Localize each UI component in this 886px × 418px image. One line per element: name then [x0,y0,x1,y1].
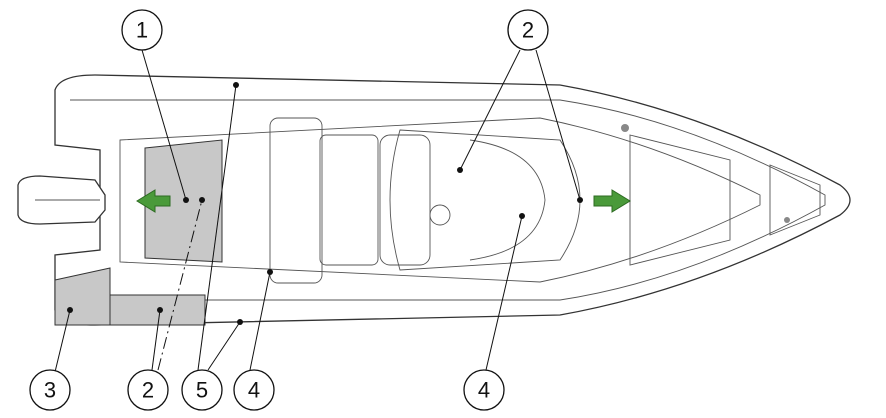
callout-1: 1 [121,9,163,51]
svg-text:4: 4 [248,378,260,403]
callout-4-right: 4 [463,369,505,411]
svg-text:1: 1 [136,18,148,43]
svg-text:2: 2 [522,18,534,43]
svg-text:4: 4 [478,378,490,403]
arrow-forward-icon [593,189,631,213]
svg-text:3: 3 [44,378,56,403]
leader-lines [54,49,583,373]
callout-2-top: 2 [507,9,549,51]
callout-5: 5 [181,369,223,411]
svg-text:5: 5 [196,378,208,403]
boat-hull [54,74,851,326]
svg-text:2: 2 [142,378,154,403]
callout-3: 3 [29,369,71,411]
callout-2-bottom: 2 [127,369,169,411]
outboard-engine [17,175,106,225]
callout-4-left: 4 [233,369,275,411]
arrow-aft-icon [136,189,171,213]
